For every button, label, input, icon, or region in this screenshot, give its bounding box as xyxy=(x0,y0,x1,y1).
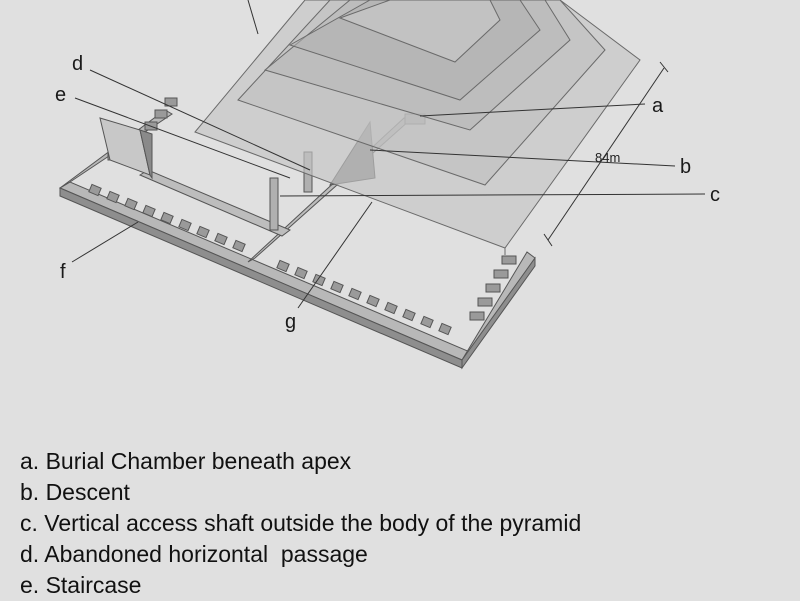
leader-lines xyxy=(71,0,706,309)
dimension-label: 84m xyxy=(595,150,620,165)
legend-item-e: e. Staircase xyxy=(20,572,142,598)
wall-niches xyxy=(88,97,517,336)
pyramid xyxy=(194,0,641,255)
callout-b: b xyxy=(680,156,691,178)
callout-a: a xyxy=(652,95,664,117)
callout-g: g xyxy=(285,311,296,333)
legend-item-d: d. Abandoned horizontal passage xyxy=(20,541,368,567)
callout-c: c xyxy=(710,184,720,206)
legend: a. Burial Chamber beneath apex b. Descen… xyxy=(20,446,581,601)
callout-f: f xyxy=(60,261,66,283)
enclosure-wall xyxy=(58,109,536,370)
staircase-block xyxy=(99,117,153,180)
legend-item-b: b. Descent xyxy=(20,479,130,505)
dimension-line xyxy=(543,61,669,247)
pyramid-diagram: 84m a b c d e f g xyxy=(55,0,720,370)
legend-item-a: a. Burial Chamber beneath apex xyxy=(20,448,352,474)
legend-item-c: c. Vertical access shaft outside the bod… xyxy=(20,510,582,536)
callout-e: e xyxy=(55,84,66,106)
callout-d: d xyxy=(72,53,83,75)
